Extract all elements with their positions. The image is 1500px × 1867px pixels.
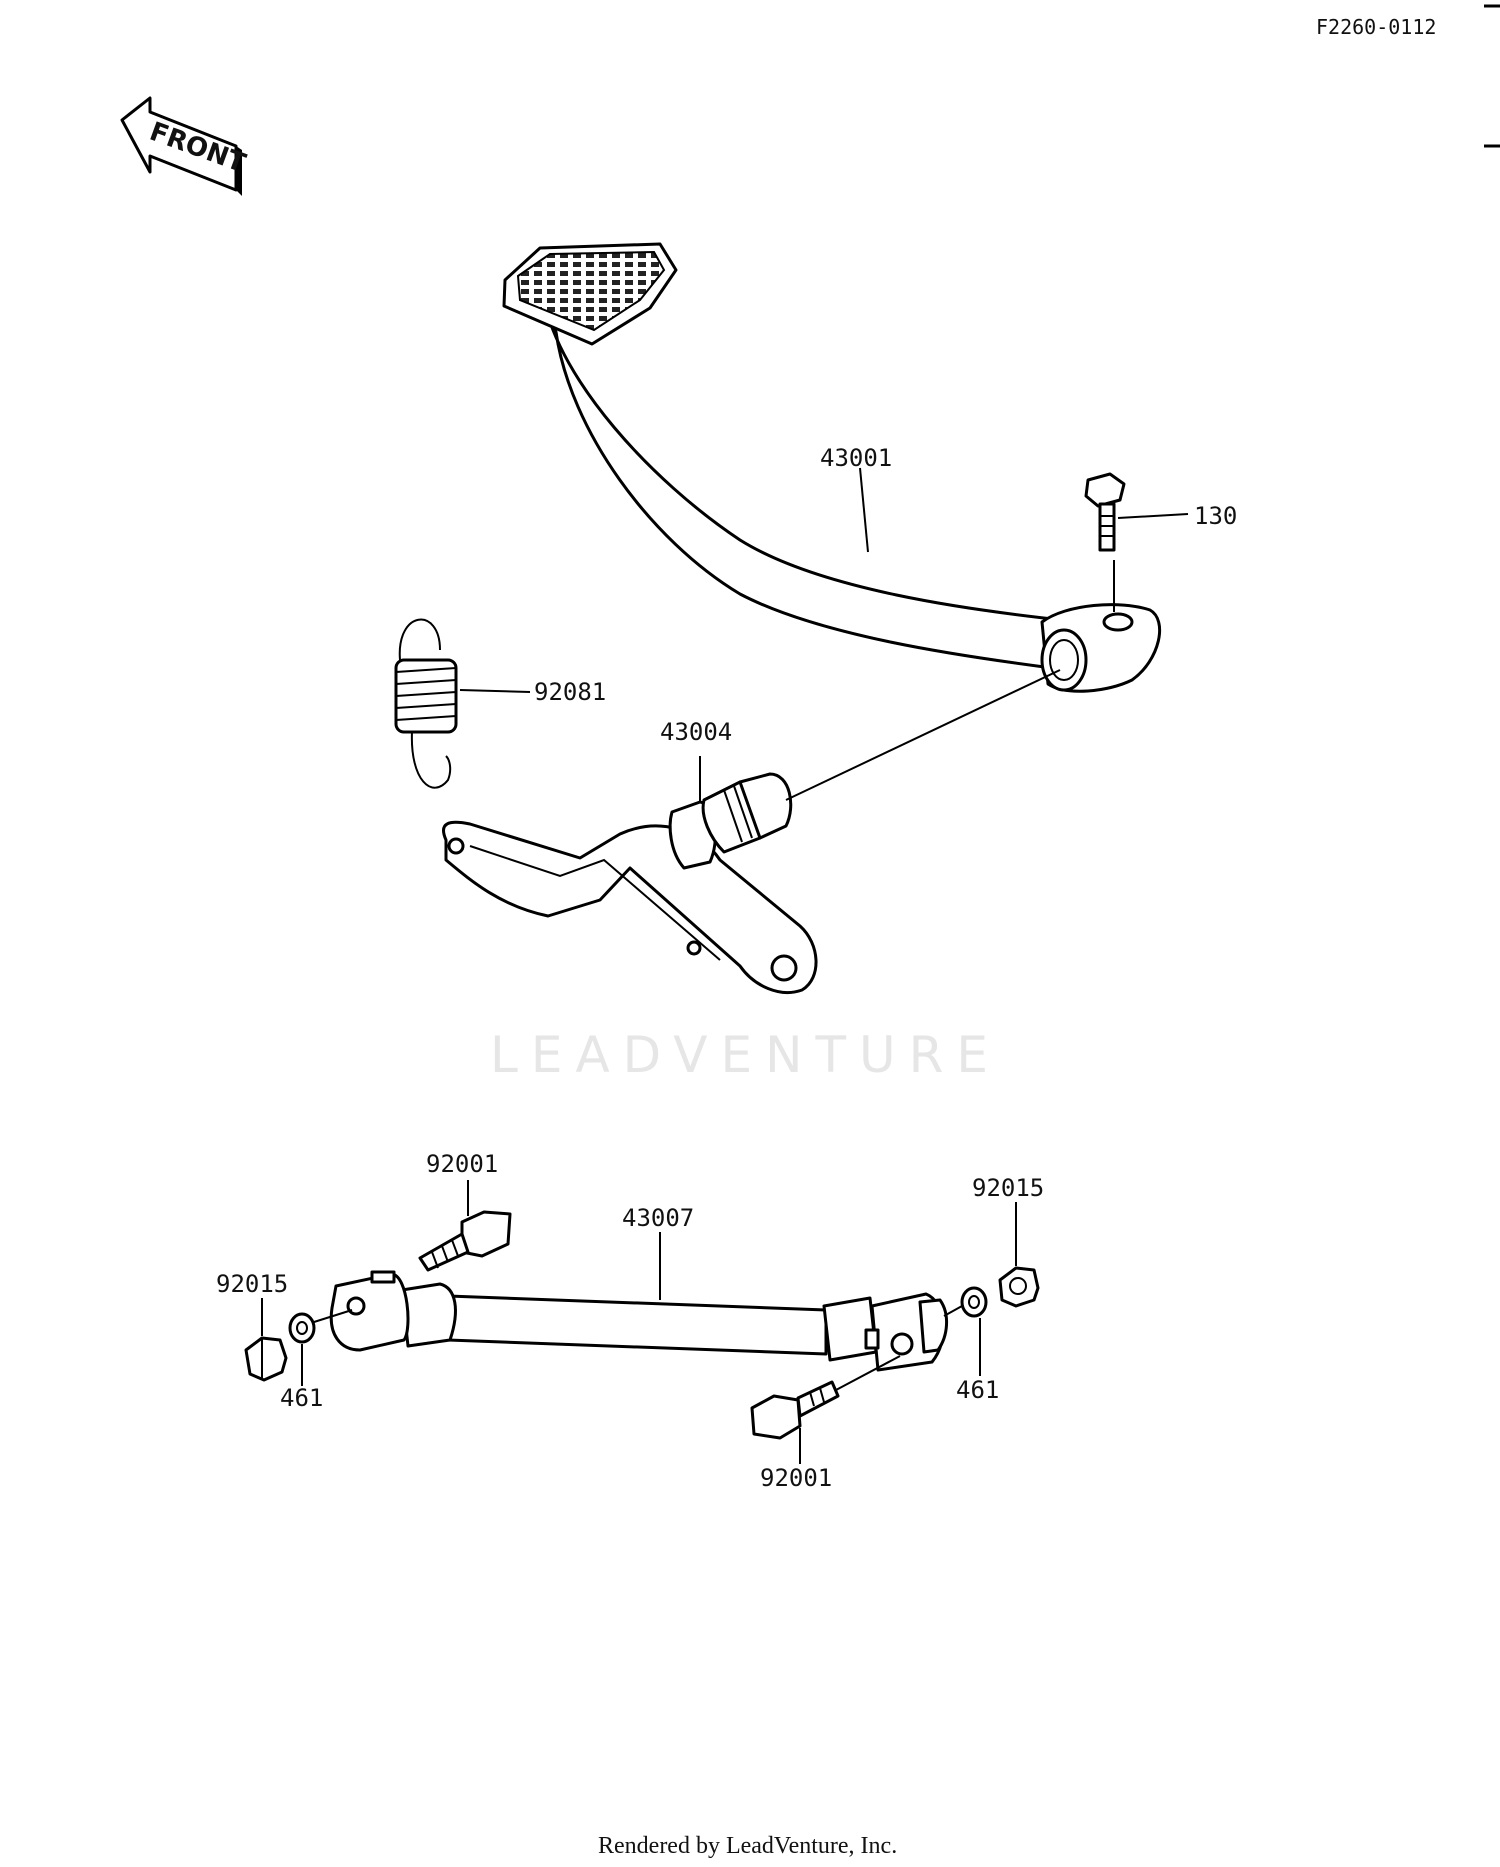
brake-rod-part — [329, 1232, 948, 1372]
callout-92081: 92081 — [534, 678, 606, 706]
callout-92001-lower: 92001 — [760, 1464, 832, 1492]
callout-130: 130 — [1194, 502, 1237, 530]
washer-right-part — [943, 1286, 988, 1376]
callout-43007: 43007 — [622, 1204, 694, 1232]
callout-43001: 43001 — [820, 444, 892, 472]
pedal-bolt-part — [1084, 472, 1126, 612]
callout-92001-upper: 92001 — [426, 1150, 498, 1178]
callout-461-right: 461 — [956, 1376, 999, 1404]
leader-43001 — [859, 467, 869, 553]
callout-92015-right: 92015 — [972, 1174, 1044, 1202]
pedal-shaft-part — [442, 669, 1061, 994]
callout-461-left: 461 — [280, 1384, 323, 1412]
leader-130 — [1117, 513, 1189, 519]
nut-right-part — [998, 1202, 1040, 1308]
diagram-id: F2260-0112 — [1316, 15, 1436, 39]
brake-pedal-part — [502, 242, 1162, 693]
return-spring-part — [394, 618, 458, 789]
nut-left-part — [244, 1298, 288, 1382]
watermark: LEADVENTURE — [490, 1026, 1001, 1084]
pin-upper-part — [418, 1180, 512, 1272]
washer-left-part — [288, 1309, 353, 1386]
callout-92015-left: 92015 — [216, 1270, 288, 1298]
pin-lower-part — [750, 1355, 901, 1464]
front-arrow-icon: FRONT — [120, 96, 250, 196]
leader-92081 — [459, 689, 531, 693]
callout-43004: 43004 — [660, 718, 732, 746]
footer-credit: Rendered by LeadVenture, Inc. — [598, 1833, 897, 1859]
